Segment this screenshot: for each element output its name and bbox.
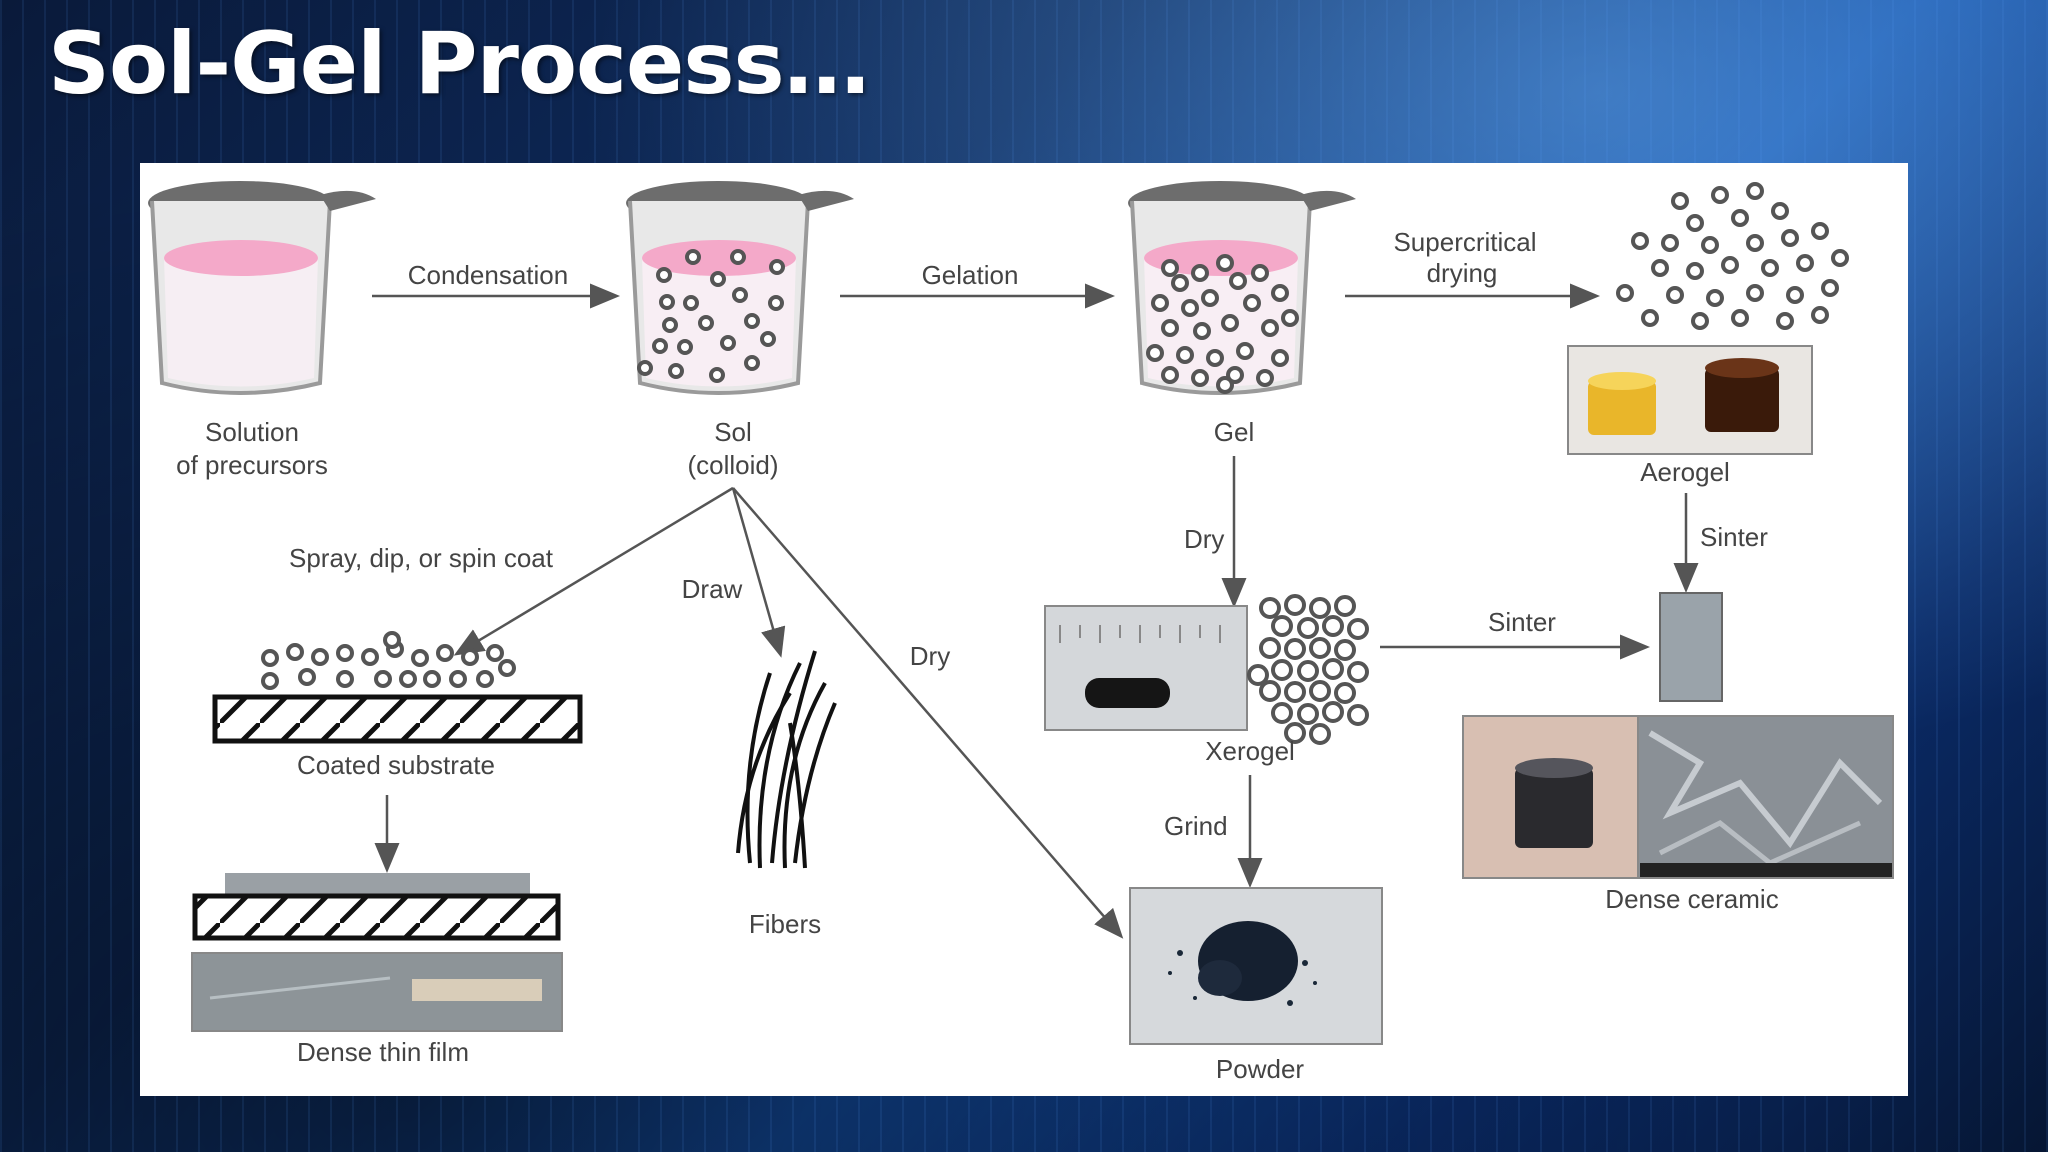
label-condensation: Condensation	[408, 260, 568, 290]
label-gel: Gel	[1214, 417, 1254, 447]
label-sol-sub: (colloid)	[687, 450, 778, 480]
coated-substrate	[212, 631, 583, 744]
label-supercritical-2: drying	[1427, 258, 1498, 288]
aerogel-network	[1616, 182, 1849, 330]
label-xerogel: Xerogel	[1205, 736, 1295, 766]
dense-block	[1659, 592, 1723, 702]
beaker-solution	[148, 181, 376, 395]
label-dense-thin-film: Dense thin film	[297, 1037, 469, 1067]
label-dense-ceramic: Dense ceramic	[1605, 884, 1778, 914]
sol-gel-diagram: Solution of precursors Condensation Sol …	[140, 163, 1908, 1096]
dense-ceramic-photo	[1462, 715, 1894, 879]
label-aerogel: Aerogel	[1640, 457, 1730, 487]
powder-photo	[1129, 887, 1383, 1045]
label-gelation: Gelation	[922, 260, 1019, 290]
gel-network	[1146, 254, 1299, 394]
beaker-gel	[1128, 181, 1356, 395]
label-sol: Sol	[714, 417, 752, 447]
label-draw: Draw	[682, 574, 743, 604]
arrow-spray	[453, 486, 734, 656]
sol-particles	[637, 249, 785, 383]
label-grind: Grind	[1164, 811, 1228, 841]
label-sinter-aerogel: Sinter	[1700, 522, 1768, 552]
label-solution-sub: of precursors	[176, 450, 328, 480]
xerogel-photo	[1044, 605, 1248, 731]
aerogel-photo	[1567, 345, 1813, 455]
dense-thin-film	[191, 873, 563, 1032]
label-solution: Solution	[205, 417, 299, 447]
diagram-svg: Solution of precursors Condensation Sol …	[148, 181, 1894, 1084]
beaker-sol	[626, 181, 854, 395]
label-coated-substrate: Coated substrate	[297, 750, 495, 780]
arrow-dry-sol	[732, 487, 1124, 939]
label-spray: Spray, dip, or spin coat	[289, 543, 554, 573]
label-dry-sol: Dry	[910, 641, 950, 671]
label-supercritical-1: Supercritical	[1393, 227, 1536, 257]
fibers-drawing	[736, 650, 837, 869]
label-fibers: Fibers	[749, 909, 821, 939]
label-dry-gel: Dry	[1184, 524, 1224, 554]
arrow-draw	[731, 487, 786, 658]
xerogel-particles	[1247, 594, 1369, 745]
label-sinter-xerogel: Sinter	[1488, 607, 1556, 637]
label-powder: Powder	[1216, 1054, 1304, 1084]
slide-title: Sol-Gel Process…	[48, 14, 870, 114]
